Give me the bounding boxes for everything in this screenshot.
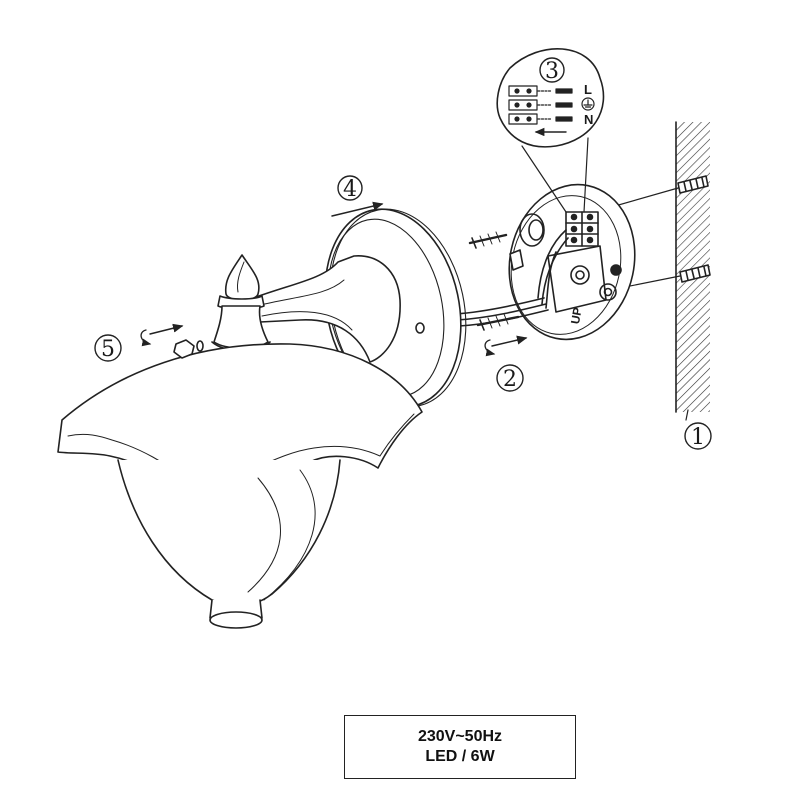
arrow-step-5-rotate bbox=[140, 329, 152, 347]
step-4-label: 4 bbox=[343, 177, 357, 202]
spec-voltage: 230V~50Hz bbox=[417, 728, 503, 745]
arrow-step-5-direction bbox=[149, 323, 184, 335]
bracket-up-marking: UP bbox=[568, 306, 585, 325]
mounting-bracket bbox=[508, 183, 636, 341]
arrow-step-2-rotate bbox=[484, 339, 496, 357]
wall-plug-bottom bbox=[679, 264, 711, 283]
arrow-step-4 bbox=[331, 201, 384, 217]
step-5-circle bbox=[94, 334, 122, 362]
lamp-globe bbox=[117, 459, 341, 629]
step-5-label: 5 bbox=[101, 337, 115, 362]
step-4-circle bbox=[337, 175, 363, 201]
screw-top bbox=[468, 231, 508, 249]
spec-lamp: LED / 6W bbox=[425, 748, 495, 765]
step-1-leader bbox=[685, 409, 689, 421]
step-1-circle bbox=[684, 422, 712, 450]
step-2-circle bbox=[496, 364, 524, 392]
lamp-finial bbox=[211, 254, 271, 352]
step-3-label: 3 bbox=[545, 59, 559, 84]
step-3-circle bbox=[539, 57, 565, 83]
wall-plug-top bbox=[677, 175, 709, 194]
wire-harness bbox=[454, 297, 549, 327]
terminal-label-live: L bbox=[584, 82, 592, 97]
step-1-label: 1 bbox=[691, 425, 705, 450]
terminal-label-neutral: N bbox=[584, 112, 593, 127]
arrow-step-2-direction bbox=[491, 335, 528, 347]
cap-nut bbox=[173, 339, 204, 359]
step-2-label: 2 bbox=[503, 367, 517, 392]
wiring-detail-callout bbox=[496, 48, 605, 213]
spec-box: 230V~50Hz LED / 6W bbox=[344, 715, 576, 779]
earth-icon bbox=[581, 97, 595, 111]
lamp-arm bbox=[247, 255, 401, 363]
